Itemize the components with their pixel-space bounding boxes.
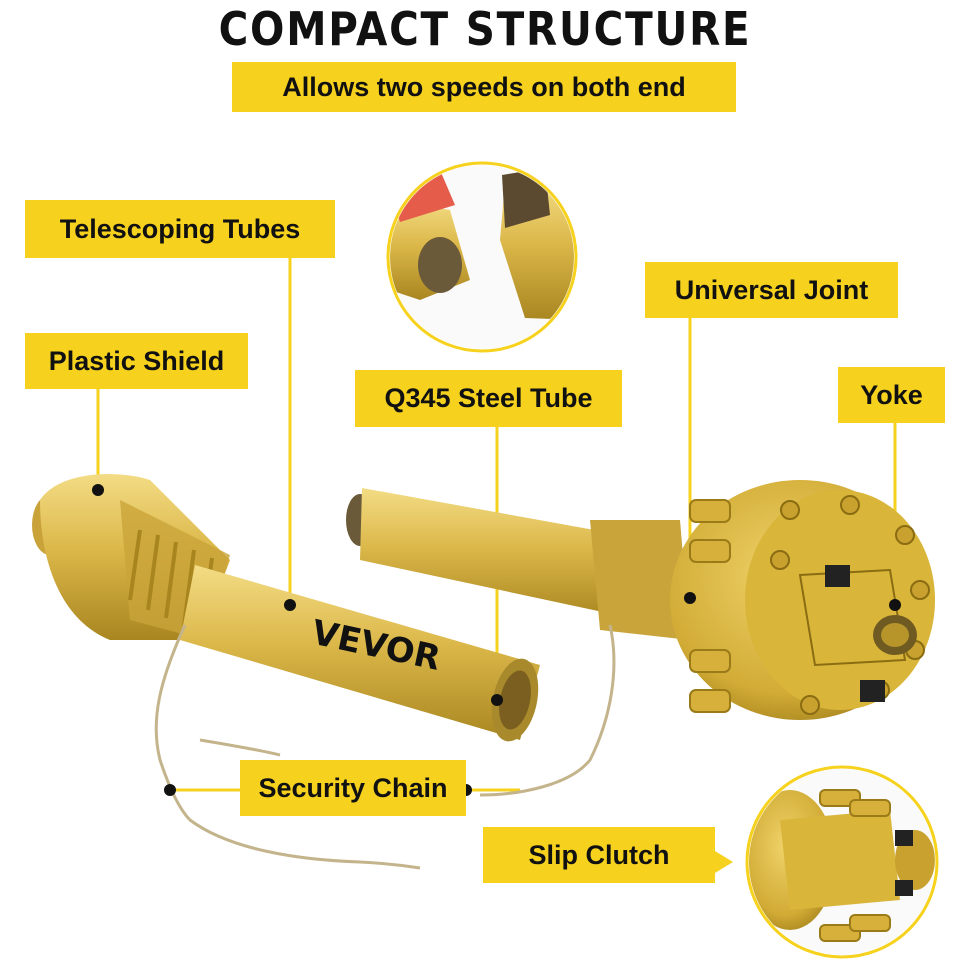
callout-telescoping-tubes: Telescoping Tubes	[25, 200, 335, 258]
inset-slip-clutch-detail	[745, 765, 939, 959]
page-title: COMPACT STRUCTURE	[218, 2, 752, 56]
callout-slip-clutch: Slip Clutch	[483, 827, 715, 883]
callout-yoke: Yoke	[838, 367, 945, 423]
callout-security-chain: Security Chain	[240, 760, 466, 816]
left-shaft-assembly	[32, 474, 540, 742]
callout-universal-joint: Universal Joint	[645, 262, 898, 318]
page-subtitle: Allows two speeds on both end	[232, 62, 736, 112]
security-chains	[154, 624, 616, 870]
right-shaft-assembly	[346, 488, 690, 640]
callout-q345-steel-tube: Q345 Steel Tube	[355, 370, 622, 427]
inset-telescoping-detail	[386, 161, 578, 353]
slip-clutch-disc	[670, 480, 935, 720]
callout-markers	[92, 484, 901, 796]
slip-clutch-pointer	[715, 851, 733, 873]
callout-plastic-shield: Plastic Shield	[25, 333, 248, 389]
